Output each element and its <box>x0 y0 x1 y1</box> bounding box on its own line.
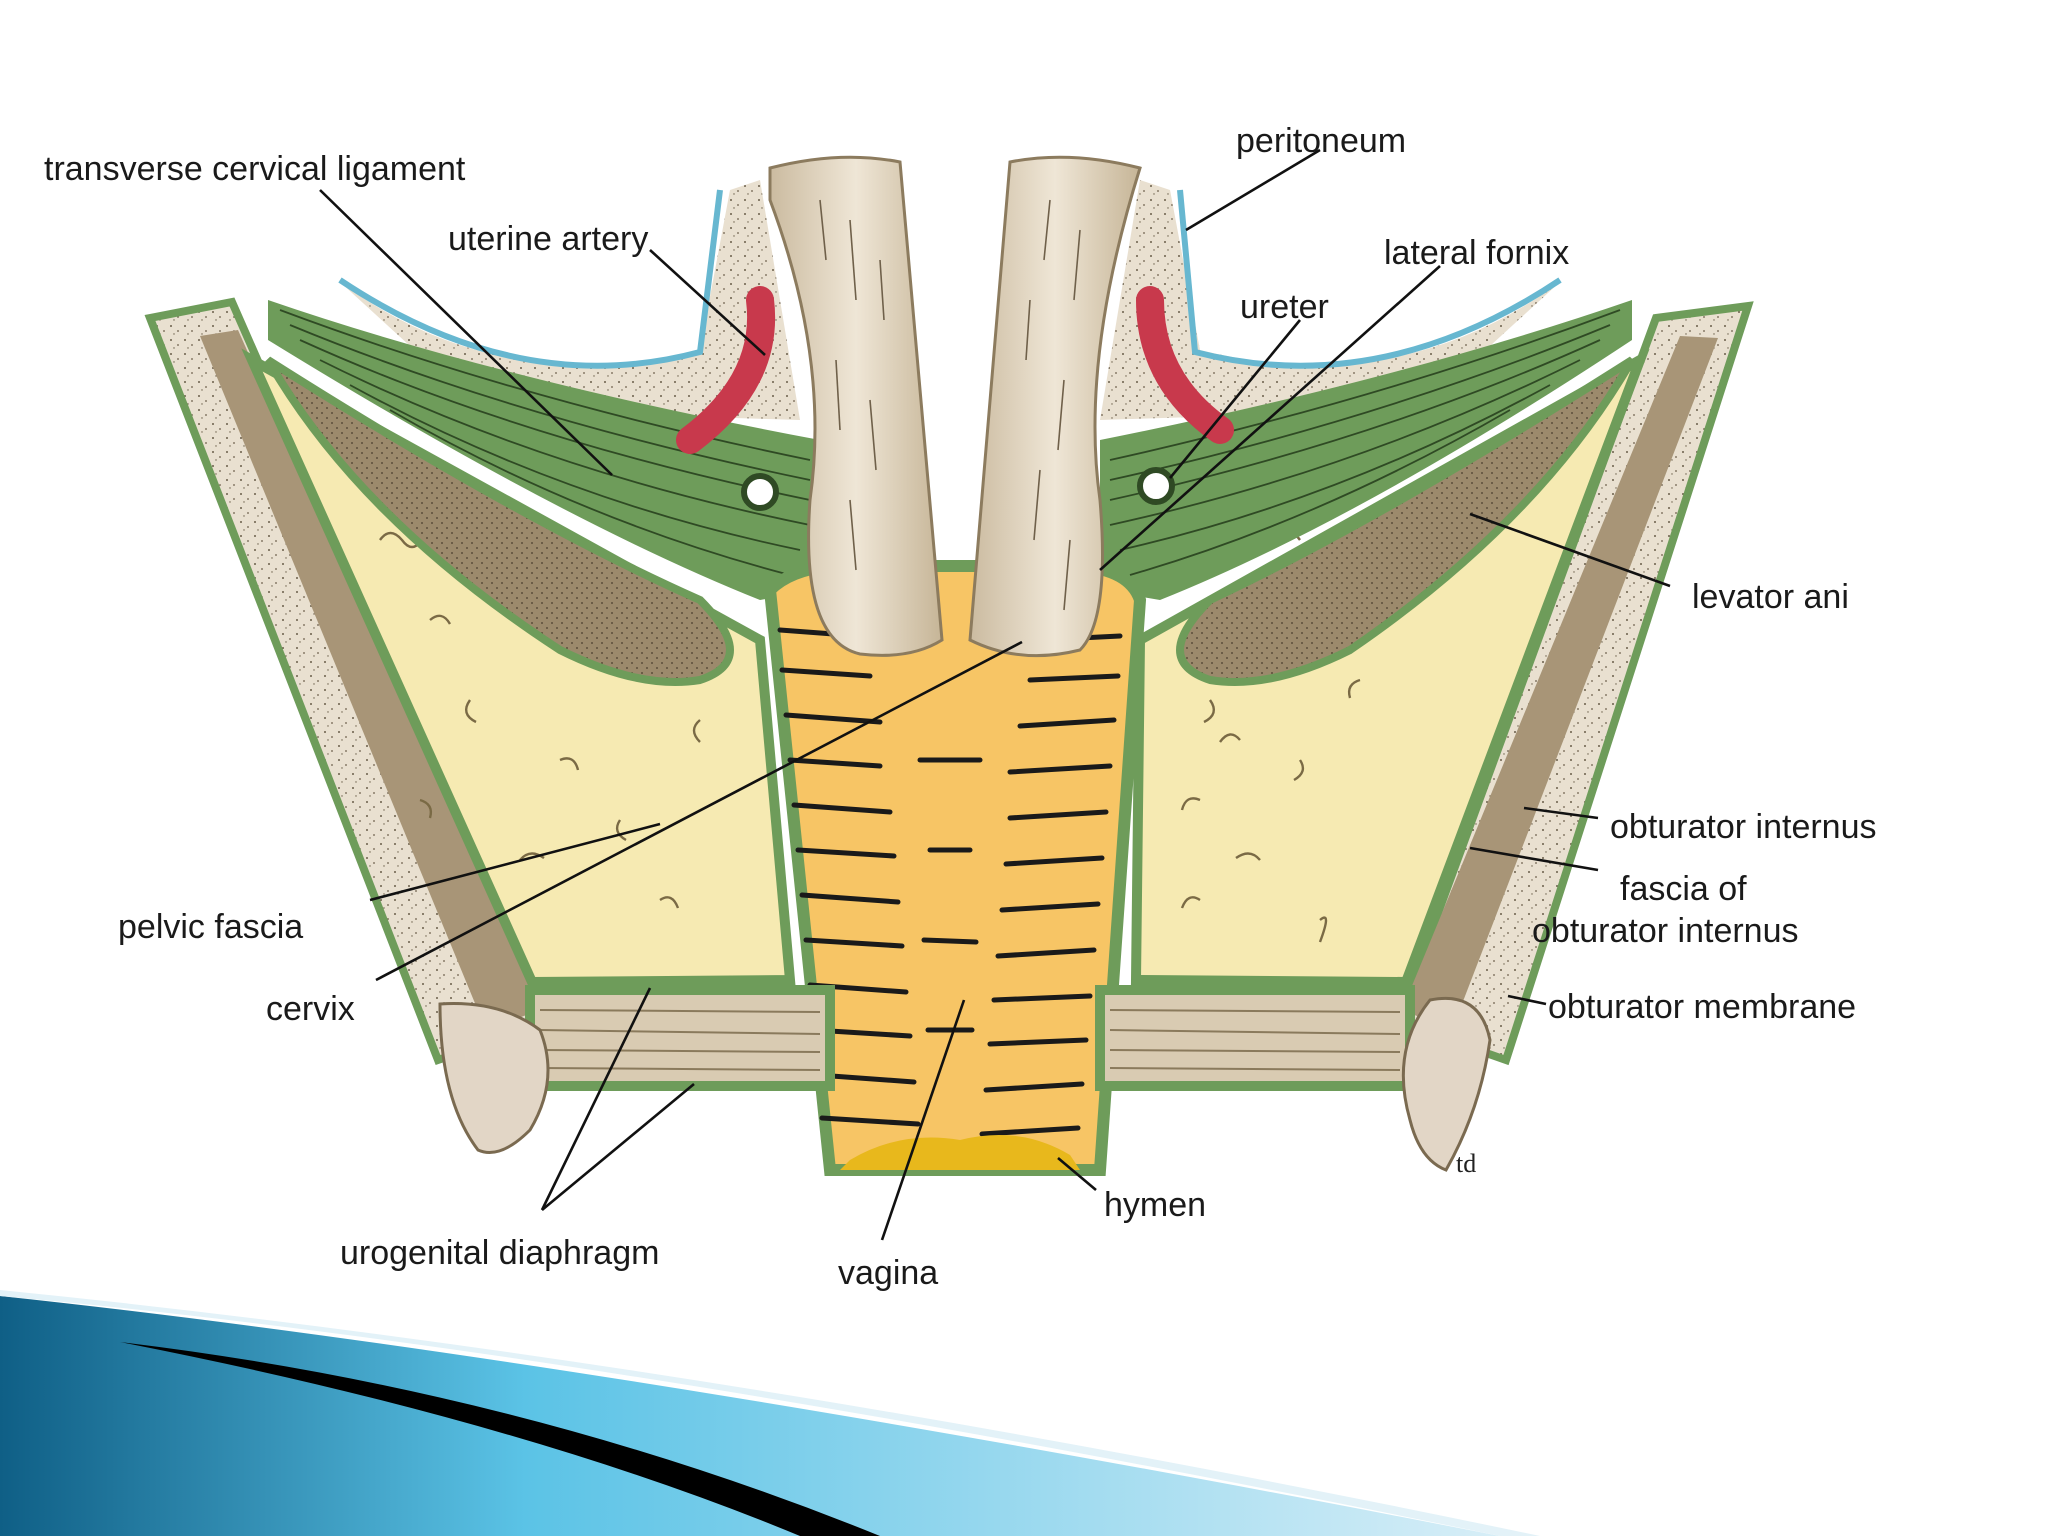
obturator-internus-right <box>1402 336 1718 1030</box>
label-obturator-membrane: obturator membrane <box>1548 988 1856 1026</box>
label-fascia-of-line2: obturator internus <box>1532 912 1799 950</box>
label-vagina: vagina <box>838 1254 938 1292</box>
peritoneum-line-right <box>1177 189 1562 369</box>
uterine-artery-left <box>676 286 776 454</box>
artist-signature: td <box>1456 1149 1476 1178</box>
ureter-right <box>1137 467 1175 505</box>
swoosh-blue <box>0 1296 1500 1536</box>
label-ureter: ureter <box>1240 288 1329 326</box>
anatomy-diagram <box>144 155 1754 1176</box>
uterine-artery-right <box>1136 286 1234 444</box>
peritoneum-line-left <box>338 189 723 369</box>
slide-swoosh <box>0 1290 1540 1536</box>
leader-lines <box>319 148 1671 1241</box>
ureter-left <box>741 473 779 511</box>
hymen-shape <box>840 1135 1080 1170</box>
diagram-labels: transverse cervical ligament uterine art… <box>44 122 1877 1292</box>
levator-ani-right <box>1176 356 1636 686</box>
urogenital-texture <box>539 1009 1401 1071</box>
urogenital-diaphragm-right <box>1095 985 1415 1091</box>
label-hymen: hymen <box>1104 1186 1206 1224</box>
pubic-bone-left <box>438 1002 550 1154</box>
label-urogenital-diaphragm: urogenital diaphragm <box>340 1234 659 1272</box>
cardinal-ligament-left <box>268 300 820 600</box>
label-lateral-fornix: lateral fornix <box>1384 234 1569 272</box>
label-pelvic-fascia: pelvic fascia <box>118 908 303 946</box>
swoosh-black <box>120 1342 880 1536</box>
fat-texture <box>379 531 1361 943</box>
label-fascia-of-line1: fascia of <box>1620 870 1747 908</box>
cervix-right-lip <box>968 155 1142 658</box>
levator-ani-left <box>264 356 734 686</box>
label-levator-ani: levator ani <box>1692 578 1849 616</box>
urogenital-diaphragm-left <box>525 985 835 1091</box>
cervix-texture <box>819 199 1081 611</box>
swoosh-highlight <box>0 1290 1540 1536</box>
cardinal-ligament-right <box>1100 300 1632 600</box>
pubic-bone-right <box>1401 996 1492 1172</box>
label-obturator-internus: obturator internus <box>1610 808 1877 846</box>
label-cervix: cervix <box>266 990 355 1028</box>
cervix-left-lip <box>768 155 944 657</box>
label-peritoneum: peritoneum <box>1236 122 1406 160</box>
label-transverse-cervical-ligament: transverse cervical ligament <box>44 150 466 188</box>
obturator-internus-left <box>200 330 540 1030</box>
label-uterine-artery: uterine artery <box>448 220 648 258</box>
